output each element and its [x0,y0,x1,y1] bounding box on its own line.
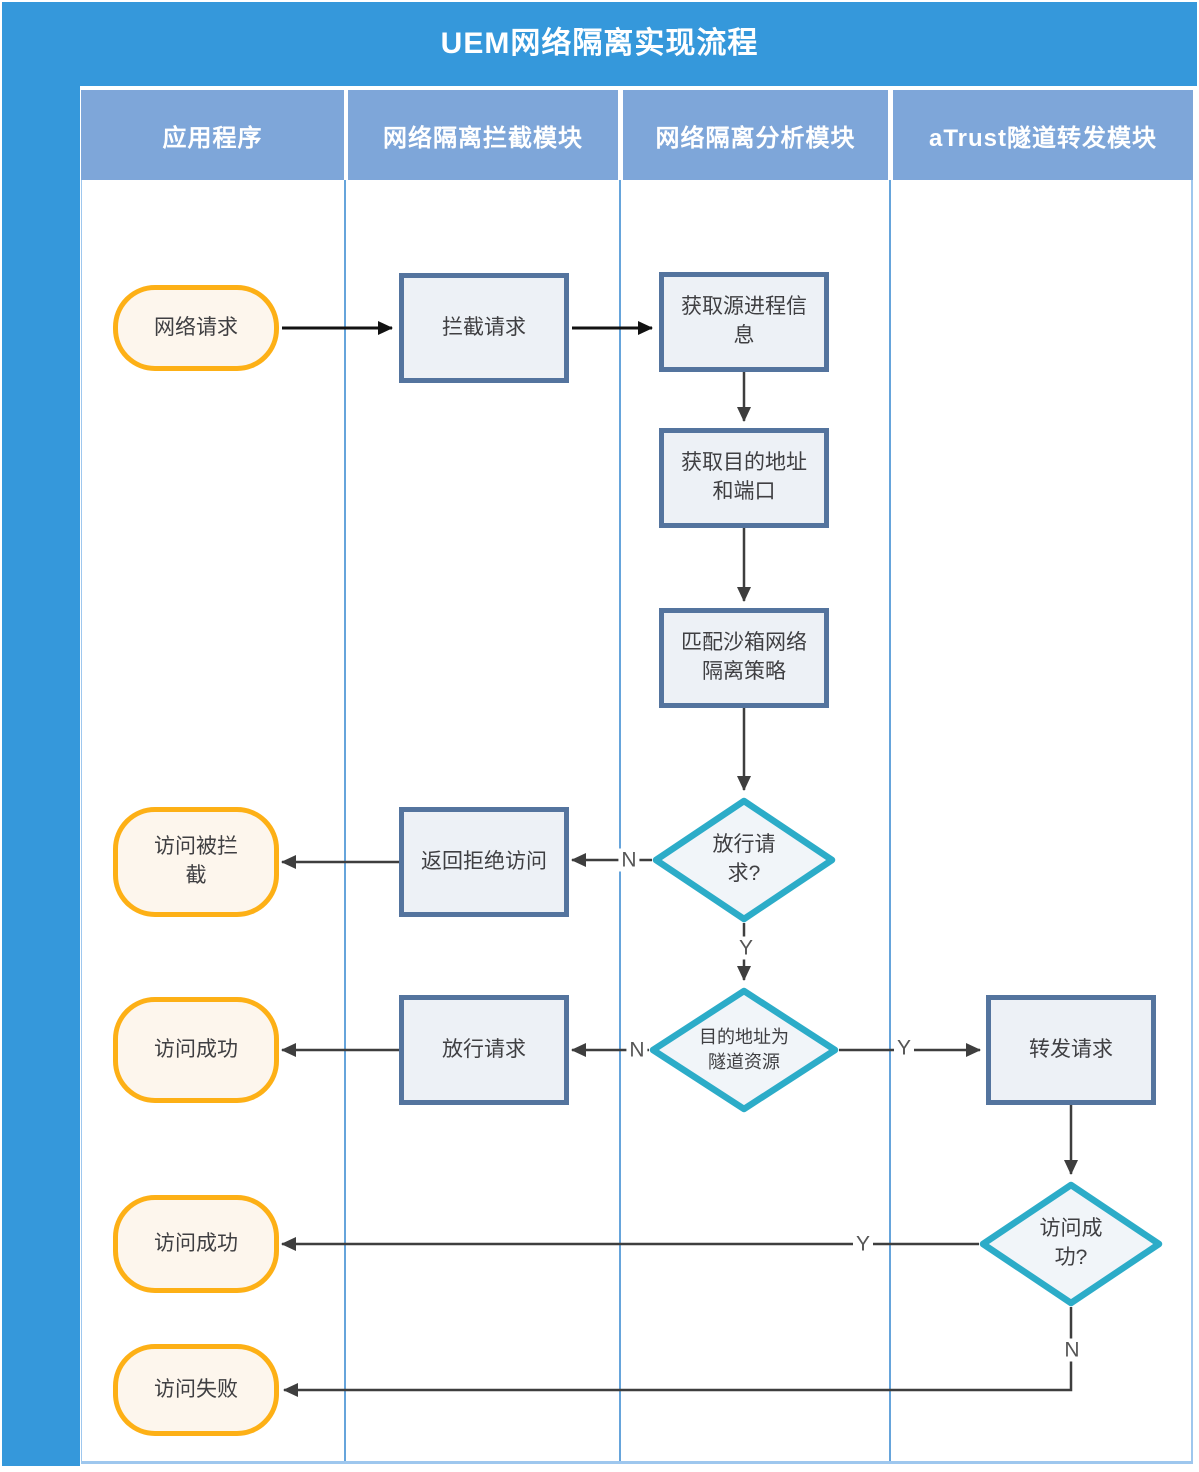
node-access-success-direct: 访问成功 [113,997,279,1103]
node-get-source-process: 获取源进程信息 [659,272,829,372]
edge-label-tunnel-no: N [626,1038,648,1062]
edge-successdecision-no [283,1307,1073,1397]
node-label: 目的地址为隧道资源 [699,1027,789,1072]
node-label: 访问成功 [154,1037,238,1061]
diamond-shape [979,1181,1163,1307]
node-label: 获取目的地址和端口 [681,451,807,503]
node-tunnel-decision: 目的地址为隧道资源 [649,987,839,1113]
edge-label-success-no: N [1061,1338,1083,1362]
node-label: 获取源进程信息 [681,295,807,347]
node-label: 网络请求 [154,315,238,339]
node-label: 拦截请求 [442,315,526,339]
edge-label-success-yes: Y [852,1232,874,1256]
lane-border-bottom [81,1461,1193,1464]
node-label: 访问失败 [154,1377,238,1401]
edge-label-allow-no: N [618,848,640,872]
lane-divider-3 [889,180,891,1463]
node-label: 匹配沙箱网络隔离策略 [681,631,807,683]
diamond-shape [649,987,839,1113]
node-allow-decision: 放行请求? [652,797,836,923]
node-allow-request: 放行请求 [399,995,569,1105]
node-return-deny: 返回拒绝访问 [399,807,569,917]
lane-divider-2 [619,180,621,1463]
node-label: 返回拒绝访问 [421,849,547,873]
lane-header-tunnel-module: aTrust隧道转发模块 [893,90,1193,180]
node-match-policy: 匹配沙箱网络隔离策略 [659,608,829,708]
node-label: 放行请求 [442,1037,526,1061]
edge-label-allow-yes: Y [735,936,757,960]
lane-border-right [1191,180,1193,1463]
lane-border-left [81,180,82,1463]
node-network-request: 网络请求 [113,285,279,371]
node-access-blocked: 访问被拦截 [113,807,279,917]
node-label: 访问成功 [154,1231,238,1255]
node-access-fail: 访问失败 [113,1344,279,1436]
lane-divider-1 [344,180,346,1463]
node-access-success-decision: 访问成功? [979,1181,1163,1307]
left-accent-strip [2,86,80,1466]
lane-header-application: 应用程序 [81,90,344,180]
node-forward-request: 转发请求 [986,995,1156,1105]
node-get-dest-address: 获取目的地址和端口 [659,428,829,528]
node-label: 放行请求? [712,833,776,885]
lane-header-analysis-module: 网络隔离分析模块 [623,90,888,180]
node-intercept-request: 拦截请求 [399,273,569,383]
node-label: 访问成功? [1039,1217,1103,1269]
node-label: 访问被拦截 [154,835,238,887]
edge-label-tunnel-yes: Y [893,1036,915,1060]
page-title: UEM网络隔离实现流程 [2,2,1197,86]
node-label: 转发请求 [1029,1037,1113,1061]
node-access-success-tunnel: 访问成功 [113,1195,279,1293]
lane-header-intercept-module: 网络隔离拦截模块 [348,90,618,180]
diamond-shape [652,797,836,923]
